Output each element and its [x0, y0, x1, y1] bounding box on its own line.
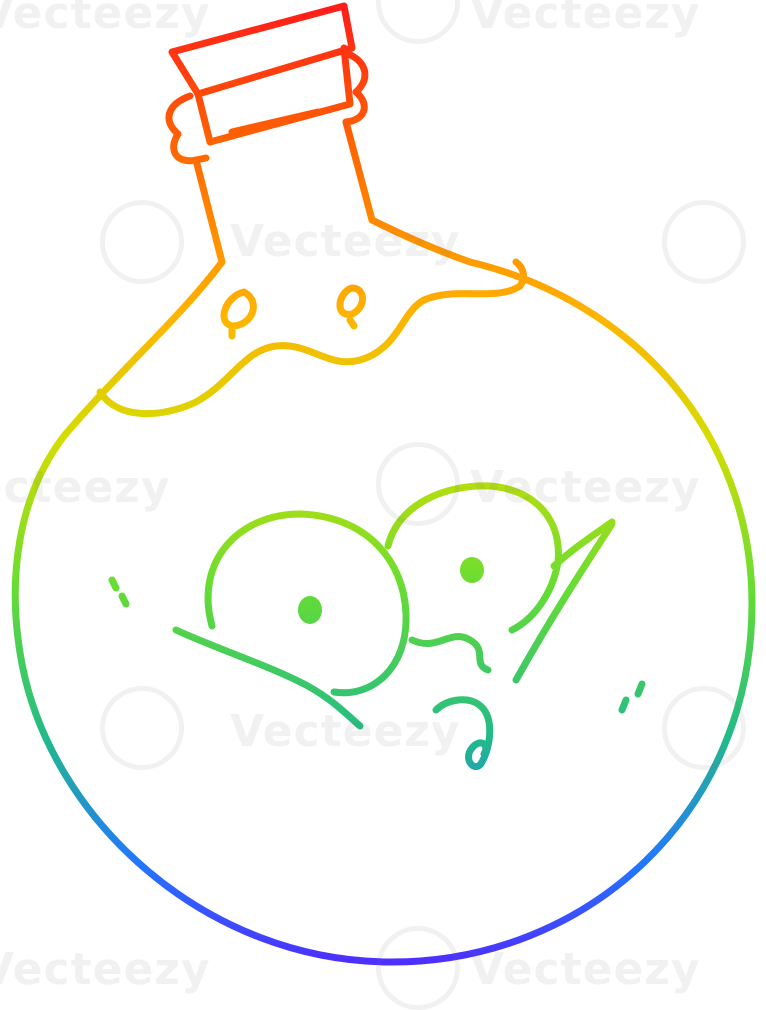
eyelid-line	[550, 518, 616, 570]
right-pupil	[460, 557, 484, 583]
bottle-neck-right	[342, 118, 376, 224]
left-pupil	[298, 596, 322, 624]
mouth-squiggle	[408, 633, 492, 674]
bottle-rim	[165, 48, 369, 165]
sparkle-left	[108, 576, 130, 608]
bottle-neck-left	[192, 156, 226, 266]
mouth-right	[512, 520, 616, 684]
bubble-right	[336, 284, 366, 330]
potion-bottle-drawing	[11, 2, 756, 966]
sparkle-right	[618, 680, 646, 714]
left-eye	[204, 510, 410, 697]
right-eye	[384, 482, 562, 634]
bubble-left	[220, 288, 257, 340]
drool	[432, 696, 494, 771]
neck-highlight	[228, 108, 322, 136]
bottle-body	[11, 216, 756, 966]
liquid-surface	[96, 258, 527, 418]
mouth-line	[172, 626, 364, 730]
